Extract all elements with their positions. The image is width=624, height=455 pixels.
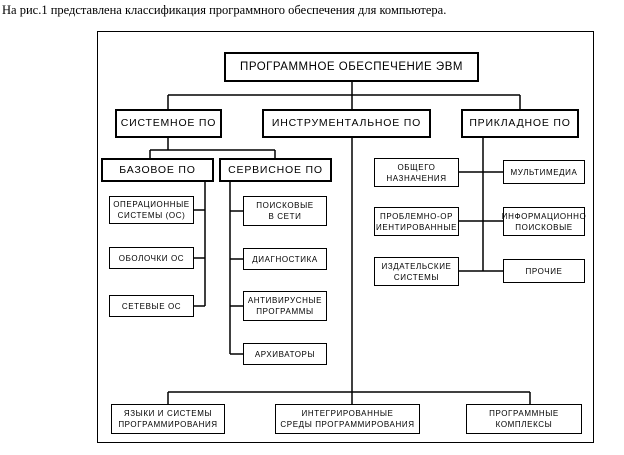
node-publishing-systems: ИЗДАТЕЛЬСКИЕ СИСТЕМЫ (374, 257, 459, 286)
caption-text: На рис.1 представлена классификация прог… (2, 3, 447, 17)
node-root: ПРОГРАММНОЕ ОБЕСПЕЧЕНИЕ ЭВМ (224, 52, 479, 82)
node-programming-languages: ЯЗЫКИ И СИСТЕМЫ ПРОГРАММИРОВАНИЯ (111, 404, 225, 434)
node-multimedia: МУЛЬТИМЕДИА (503, 160, 585, 184)
node-instrumental-software: ИНСТРУМЕНТАЛЬНОЕ ПО (262, 109, 431, 138)
node-info-search: ИНФОРМАЦИОННО ПОИСКОВЫЕ (502, 207, 586, 236)
node-diagnostics: ДИАГНОСТИКА (243, 248, 327, 270)
diagram-frame (97, 31, 594, 443)
node-ide: ИНТЕГРИРОВАННЫЕ СРЕДЫ ПРОГРАММИРОВАНИЯ (275, 404, 420, 434)
node-software-complexes: ПРОГРАММНЫЕ КОМПЛЕКСЫ (466, 404, 582, 434)
node-archivers: АРХИВАТОРЫ (243, 343, 327, 365)
node-antivirus: АНТИВИРУСНЫЕ ПРОГРАММЫ (243, 291, 327, 321)
node-network-search: ПОИСКОВЫЕ В СЕТИ (243, 196, 327, 226)
node-applied-software: ПРИКЛАДНОЕ ПО (461, 109, 579, 138)
node-operating-systems: ОПЕРАЦИОННЫЕ СИСТЕМЫ (ОС) (109, 196, 194, 224)
node-system-software: СИСТЕМНОЕ ПО (115, 109, 222, 138)
node-base-software: БАЗОВОЕ ПО (101, 158, 214, 182)
node-problem-oriented: ПРОБЛЕМНО-ОР ИЕНТИРОВАННЫЕ (374, 207, 459, 236)
node-other: ПРОЧИЕ (503, 259, 585, 283)
node-network-os: СЕТЕВЫЕ ОС (109, 295, 194, 317)
node-os-shells: ОБОЛОЧКИ ОС (109, 247, 194, 269)
node-service-software: СЕРВИСНОЕ ПО (219, 158, 332, 182)
node-general-purpose: ОБЩЕГО НАЗНАЧЕНИЯ (374, 158, 459, 187)
